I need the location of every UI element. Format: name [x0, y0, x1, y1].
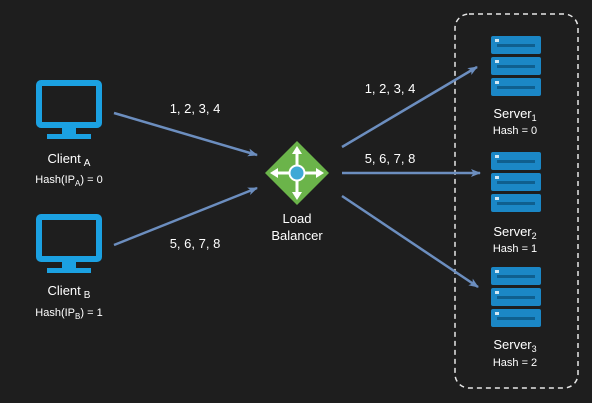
edge-label-client-a: 1, 2, 3, 4 [170, 101, 221, 116]
server-2-label: Server2 [493, 224, 536, 241]
monitor-icon [36, 214, 102, 273]
connections [113, 65, 481, 289]
load-balancer-icon [265, 141, 329, 205]
load-balancer: Load Balancer [265, 141, 329, 243]
load-balancer-label-line2: Balancer [271, 228, 323, 243]
edge-label-client-b: 5, 6, 7, 8 [170, 236, 221, 251]
load-balancer-label-line1: Load [283, 211, 312, 226]
arrow-lb-to-server3 [341, 194, 479, 289]
server-group [454, 13, 579, 389]
edge-label-server2: 5, 6, 7, 8 [365, 151, 416, 166]
server-3-hash: Hash = 2 [493, 357, 537, 369]
server-1-label: Server1 [493, 106, 536, 123]
server-2-hash: Hash = 1 [493, 243, 537, 255]
server-3-label: Server3 [493, 337, 536, 354]
arrow-lb-to-server1 [341, 65, 478, 149]
client-b-hash: Hash(IPB) = 1 [35, 307, 102, 321]
edge-label-server1: 1, 2, 3, 4 [365, 81, 416, 96]
server-rack-icon [491, 36, 541, 96]
server-1 [491, 36, 541, 96]
monitor-icon [36, 80, 102, 139]
arrow-client-b-to-lb [113, 186, 258, 247]
server-1-hash: Hash = 0 [493, 125, 537, 137]
server-2 [491, 152, 541, 212]
server-rack-icon [491, 152, 541, 212]
server-3 [491, 267, 541, 327]
arrow-client-a-to-lb [113, 111, 258, 157]
server-rack-icon [491, 267, 541, 327]
client-a-hash: Hash(IPA) = 0 [35, 174, 102, 188]
